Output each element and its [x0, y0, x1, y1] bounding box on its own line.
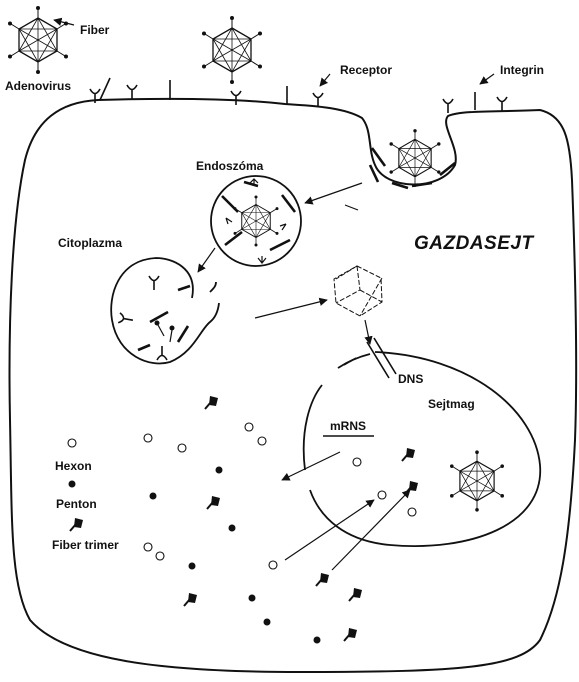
label-mrna: mRNS	[330, 420, 366, 432]
virion-legend	[8, 6, 68, 74]
endosome	[211, 176, 301, 266]
penton-particles	[69, 467, 321, 644]
label-dna: DNS	[398, 373, 423, 385]
virion-extracellular	[202, 16, 262, 84]
label-integrin: Integrin	[500, 64, 544, 76]
surface-integrins	[100, 78, 475, 110]
label-endosome: Endoszóma	[196, 160, 263, 172]
ruptured-endosome	[111, 258, 219, 363]
cell-membrane	[10, 99, 577, 672]
label-hexon: Hexon	[55, 460, 92, 472]
label-nucleus: Sejtmag	[428, 398, 475, 410]
label-host-cell: GAZDASEJT	[414, 234, 534, 253]
label-fiber: Fiber	[80, 24, 109, 36]
disassembling-capsid	[334, 266, 382, 316]
coated-pit	[370, 129, 455, 188]
label-receptor: Receptor	[340, 64, 392, 76]
label-fiber-trimer: Fiber trimer	[52, 539, 119, 551]
label-cytoplasm: Citoplazma	[58, 237, 122, 249]
label-penton: Penton	[56, 498, 97, 510]
label-adenovirus: Adenovirus	[5, 80, 71, 92]
dns-strand	[367, 338, 396, 378]
hexon-particles	[68, 423, 416, 569]
virion-nucleus	[450, 450, 504, 511]
